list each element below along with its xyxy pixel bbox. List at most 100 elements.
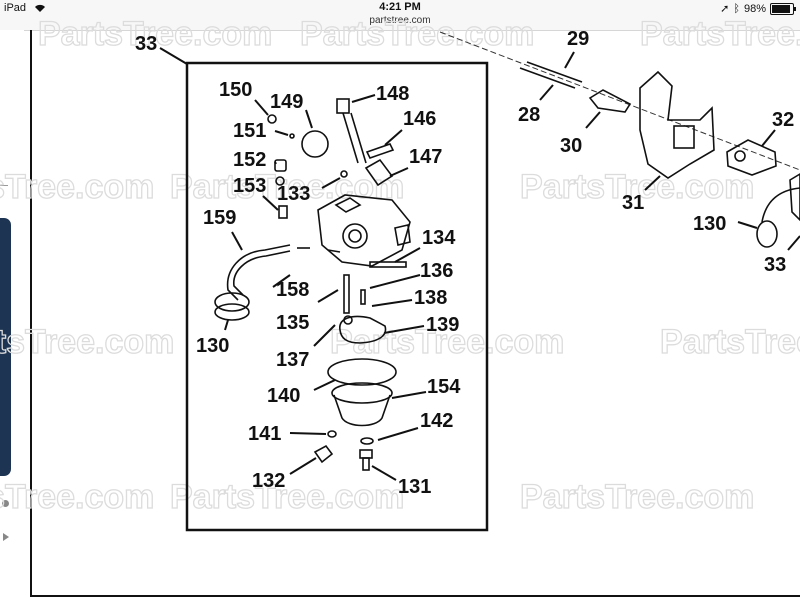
leader-130b: [737, 221, 758, 229]
part-label[interactable]: 32: [772, 109, 794, 131]
part-label[interactable]: 134: [422, 227, 456, 249]
part-label[interactable]: 152: [233, 149, 266, 171]
part-label[interactable]: 150: [219, 79, 252, 101]
part-154-rim: [331, 382, 393, 404]
leader-133: [321, 177, 341, 189]
part-label[interactable]: 133: [277, 183, 310, 205]
carb-screw: [394, 224, 411, 246]
leader-28: [539, 84, 554, 101]
part-label[interactable]: 136: [420, 260, 453, 282]
part-159-inner: [233, 250, 291, 296]
location-icon: ➚: [720, 3, 730, 15]
part-label[interactable]: 130: [693, 213, 726, 235]
status-left: iPad: [4, 2, 46, 14]
part-131: [362, 457, 370, 471]
part-label[interactable]: 140: [267, 385, 300, 407]
part-138: [360, 289, 366, 305]
part-label[interactable]: 137: [276, 349, 309, 371]
assembly-axis-line: [439, 31, 800, 171]
part-130-fitting: [214, 292, 250, 312]
device-name: iPad: [4, 2, 27, 15]
part-label[interactable]: 33: [135, 33, 157, 55]
part-label[interactable]: 28: [518, 104, 540, 126]
leader-149: [305, 109, 313, 129]
part-130b-line: [761, 187, 800, 223]
part-label[interactable]: 147: [409, 146, 442, 168]
part-31: [639, 70, 715, 179]
part-142: [360, 437, 374, 445]
watermark: PartsTree.com: [520, 168, 754, 206]
page-url[interactable]: partstree.com: [369, 15, 431, 26]
leader-141: [289, 432, 327, 435]
part-label[interactable]: 151: [233, 120, 266, 142]
part-label[interactable]: 153: [233, 175, 266, 197]
carburetor-parts: [214, 98, 411, 471]
leader-150: [254, 99, 269, 116]
part-label[interactable]: 132: [252, 470, 285, 492]
sidebar-play-icon[interactable]: [3, 533, 9, 541]
part-label[interactable]: 138: [414, 287, 447, 309]
carburetor-group-box: [185, 61, 489, 532]
part-label[interactable]: 130: [196, 335, 229, 357]
leader-134: [394, 247, 421, 263]
diagram-frame: [30, 30, 800, 597]
carburetor-throat-inner: [348, 229, 362, 243]
watermark: PartsTree.com: [520, 478, 754, 516]
leader-139: [383, 325, 425, 334]
part-label[interactable]: 142: [420, 410, 453, 432]
leader-147: [389, 167, 409, 177]
part-label[interactable]: 146: [403, 108, 436, 130]
part-131-head: [359, 449, 373, 459]
part-label[interactable]: 141: [248, 423, 281, 445]
part-31-port: [673, 125, 695, 149]
part-label[interactable]: 131: [398, 476, 431, 498]
wifi-icon: [35, 4, 46, 12]
part-32-hole: [734, 150, 746, 162]
part-label[interactable]: 149: [270, 91, 303, 113]
leader-158-dash: [272, 274, 291, 288]
part-153a: [275, 176, 285, 186]
leader-130: [224, 319, 229, 331]
part-label[interactable]: 154: [427, 376, 461, 398]
leader-142: [377, 427, 419, 441]
leader-140: [313, 379, 336, 391]
part-label[interactable]: 135: [276, 312, 309, 334]
watermark: PartsTree.com: [640, 15, 800, 53]
leader-146: [384, 129, 403, 146]
part-136: [369, 261, 407, 268]
part-150: [267, 114, 277, 124]
clock: 4:21 PM: [379, 1, 421, 13]
part-label[interactable]: 29: [567, 28, 589, 50]
part-154: [333, 394, 391, 427]
part-132: [313, 444, 334, 464]
part-label[interactable]: 31: [622, 192, 644, 214]
watermark: PartsTree.com: [0, 478, 154, 516]
part-32: [726, 139, 777, 176]
part-label[interactable]: 30: [560, 135, 582, 157]
part-140: [327, 358, 397, 386]
part-label[interactable]: 33: [764, 254, 786, 276]
part-33b: [789, 173, 800, 222]
leader-33b: [787, 235, 800, 251]
part-149: [301, 130, 329, 158]
part-labels: 33 150 149 148 151 146 152 147 153 133 1…: [135, 28, 794, 498]
part-label[interactable]: 159: [203, 207, 236, 229]
part-label[interactable]: 148: [376, 83, 409, 105]
sidebar-panel[interactable]: [0, 218, 11, 476]
status-right: ➚ ᛒ 98%: [720, 2, 796, 15]
part-28: [519, 67, 576, 89]
leader-137: [313, 324, 336, 347]
part-148-top: [336, 98, 350, 114]
status-bar: iPad 4:21 PM partstree.com ➚ ᛒ 98%: [0, 0, 800, 31]
leader-135: [317, 289, 339, 303]
leader-132: [289, 457, 317, 475]
part-label[interactable]: 139: [426, 314, 459, 336]
part-label[interactable]: 158: [276, 279, 309, 301]
sidebar-dot-icon[interactable]: [2, 500, 9, 507]
leader-31: [644, 175, 661, 191]
intake-parts: [519, 61, 800, 248]
leader-136: [369, 274, 421, 289]
carb-top-boss: [334, 197, 362, 213]
part-130: [214, 303, 250, 321]
